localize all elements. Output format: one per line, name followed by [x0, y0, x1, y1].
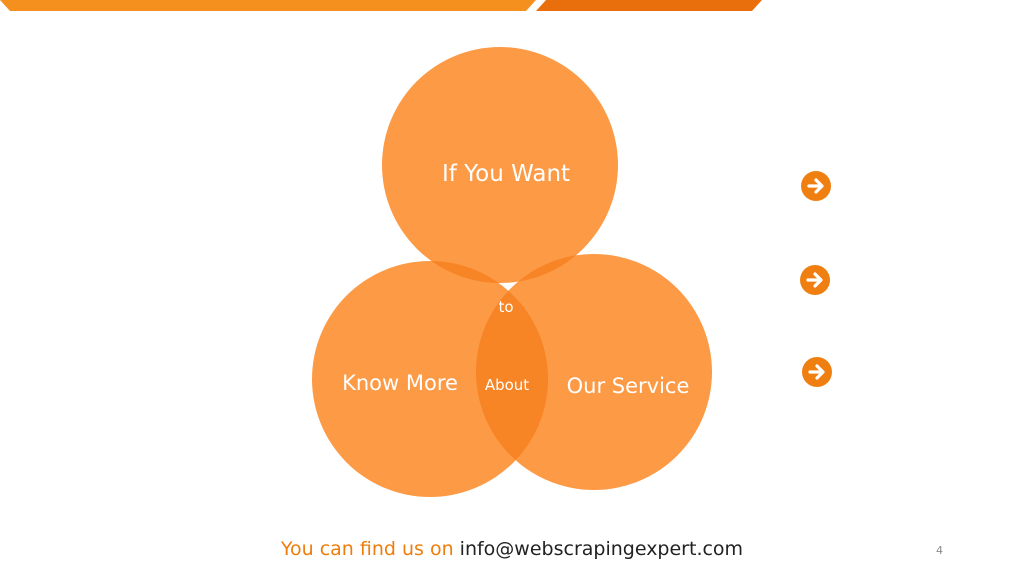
arrow-circle-right-icon — [806, 272, 823, 288]
venn-label-right: Our Service — [567, 374, 690, 398]
venn-label-left: Know More — [342, 371, 458, 395]
banner-stripe-left — [0, 0, 536, 11]
arrow-button-1[interactable] — [801, 171, 831, 201]
venn-circle-top — [382, 47, 618, 283]
arrow-button-2[interactable] — [800, 265, 830, 295]
venn-label-top: If You Want — [442, 161, 570, 187]
venn-label-bottom-overlap: About — [485, 376, 529, 394]
venn-label-center: to — [498, 298, 513, 316]
footer-contact: You can find us on info@webscrapingexper… — [0, 538, 1024, 560]
footer-email-link[interactable]: info@webscrapingexpert.com — [459, 538, 744, 560]
arrow-circle-right-icon — [808, 364, 825, 380]
page-number: 4 — [936, 544, 943, 557]
banner-stripe-right — [536, 0, 762, 11]
arrow-button-3[interactable] — [802, 357, 832, 387]
top-banner — [0, 0, 762, 11]
arrow-circle-right-icon — [807, 178, 824, 194]
footer-lead-text: You can find us on — [280, 538, 454, 560]
